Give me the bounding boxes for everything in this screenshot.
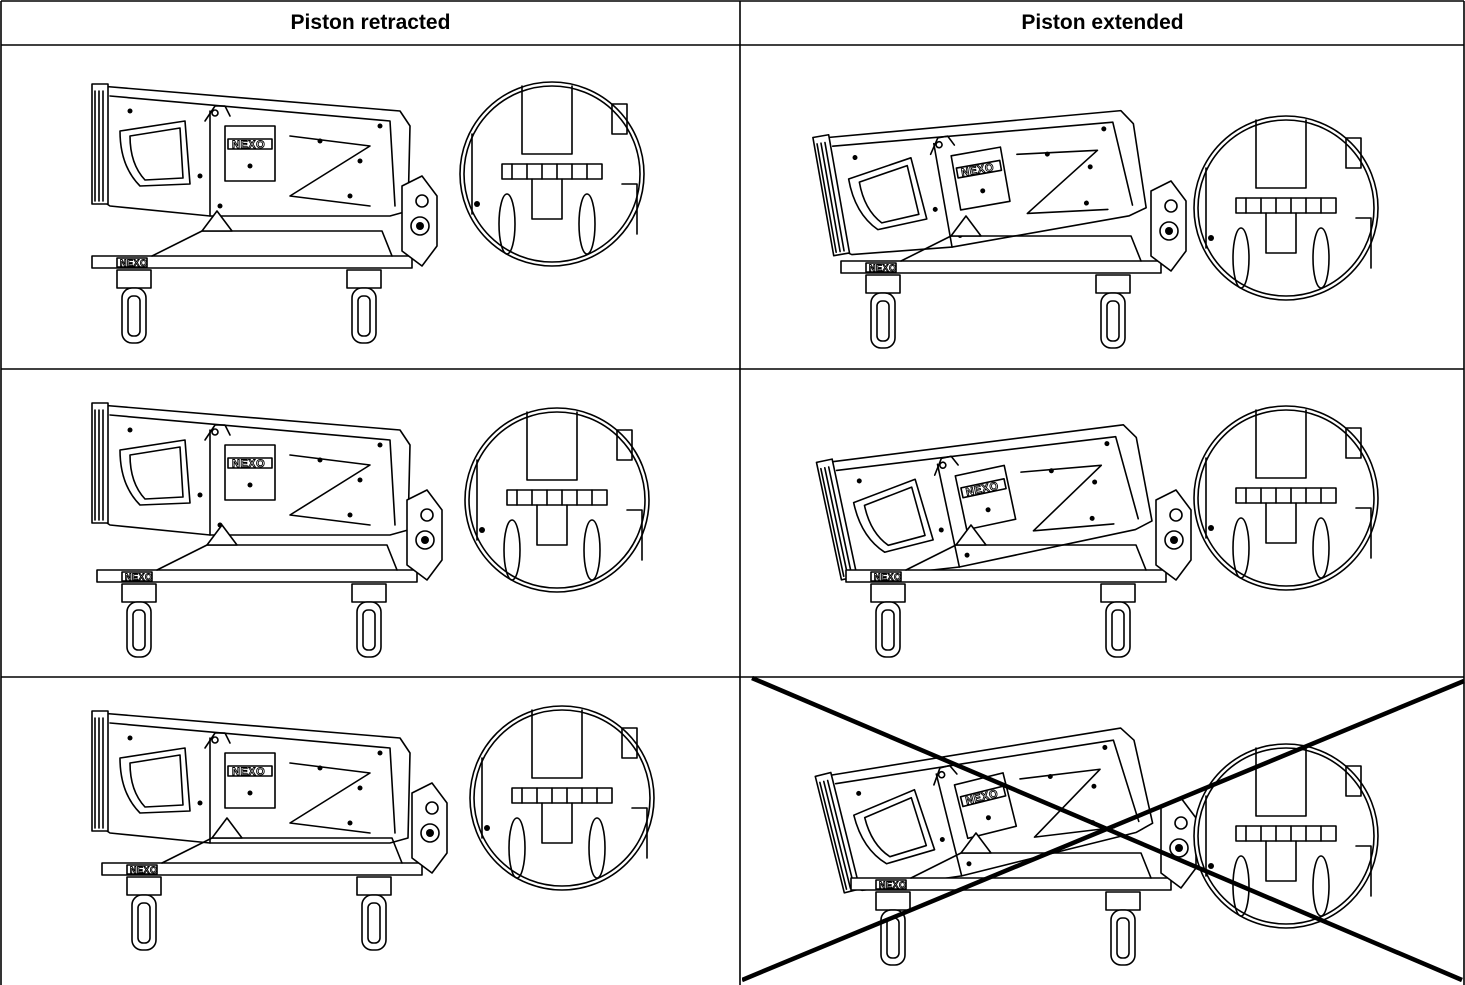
column-header-retracted: Piston retracted (290, 11, 451, 34)
cell-r1-extended (741, 46, 1464, 368)
column-header-extended: Piston extended (1021, 11, 1184, 34)
cell-r1-retracted (2, 46, 740, 368)
cart-with-speaker-slight-tilt-icon (91, 402, 650, 658)
cell-r3-retracted (2, 678, 740, 985)
cell-r2-retracted (2, 370, 740, 676)
cart-with-speaker-flat-icon (91, 81, 645, 344)
cell-r2-extended (741, 370, 1464, 676)
cart-with-speaker-slight-tilt-icon (91, 705, 655, 951)
cart-with-speaker-tilted-icon (812, 81, 1379, 349)
invalid-cross-icon (742, 676, 1465, 983)
cart-with-speaker-tilted-more-icon (815, 395, 1379, 658)
